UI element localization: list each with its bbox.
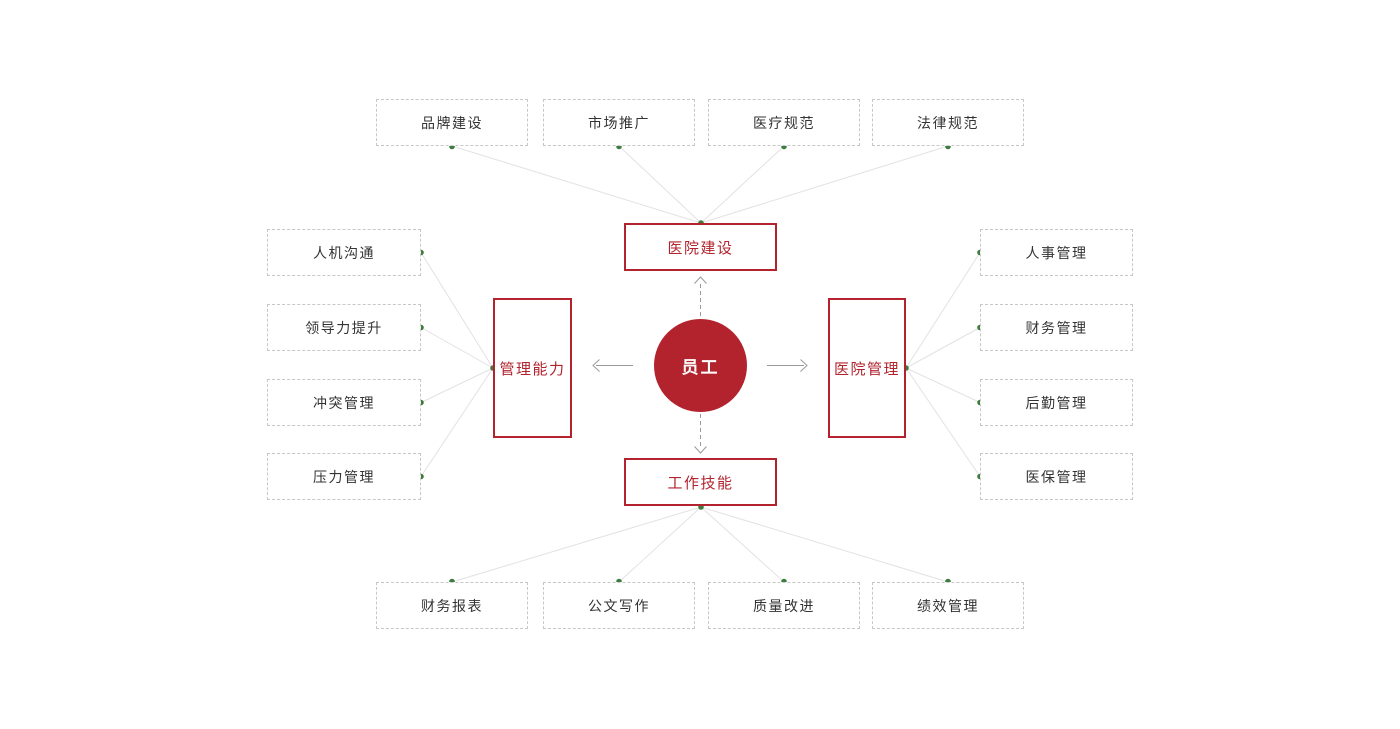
leaf-official-writing: 公文写作 xyxy=(543,582,695,629)
leaf-hr-management: 人事管理 xyxy=(980,229,1133,276)
arrow-right xyxy=(767,359,808,372)
leaf-brand-building: 品牌建设 xyxy=(376,99,528,146)
branch-work-skills: 工作技能 xyxy=(624,458,777,506)
leaf-legal-standards: 法律规范 xyxy=(872,99,1024,146)
leaf-medical-standards: 医疗规范 xyxy=(708,99,860,146)
fan-lines-bottom xyxy=(451,506,949,583)
leaf-leadership-improvement: 领导力提升 xyxy=(267,304,421,351)
leaf-medical-insurance-management: 医保管理 xyxy=(980,453,1133,500)
leaf-stress-management: 压力管理 xyxy=(267,453,421,500)
leaf-market-promotion: 市场推广 xyxy=(543,99,695,146)
leaf-performance-management: 绩效管理 xyxy=(872,582,1024,629)
leaf-finance-management: 财务管理 xyxy=(980,304,1133,351)
arrow-left xyxy=(592,359,633,372)
branch-hospital-management: 医院管理 xyxy=(828,298,906,438)
fan-lines-left xyxy=(420,252,494,477)
branch-hospital-construction: 医院建设 xyxy=(624,223,777,271)
branch-management-ability: 管理能力 xyxy=(493,298,572,438)
leaf-quality-improvement: 质量改进 xyxy=(708,582,860,629)
fan-lines-top xyxy=(451,145,949,224)
leaf-interpersonal-communication: 人机沟通 xyxy=(267,229,421,276)
arrow-down xyxy=(694,414,707,454)
fan-lines-right xyxy=(905,252,981,477)
leaf-conflict-management: 冲突管理 xyxy=(267,379,421,426)
leaf-financial-statements: 财务报表 xyxy=(376,582,528,629)
leaf-logistics-management: 后勤管理 xyxy=(980,379,1133,426)
center-node-employee: 员工 xyxy=(654,319,747,412)
arrow-up xyxy=(694,276,707,316)
